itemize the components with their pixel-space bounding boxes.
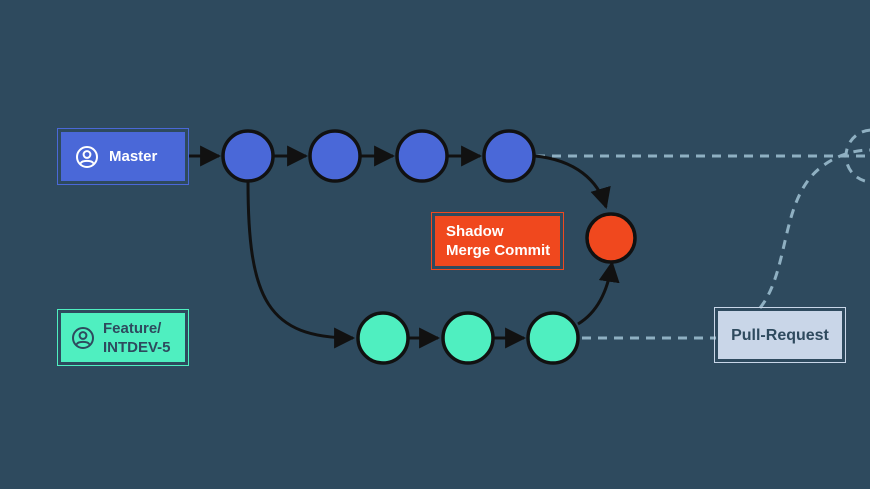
master-label-text: Master [109, 148, 158, 165]
shadow-merge-label: Shadow Merge Commit [435, 216, 560, 266]
pull-request-label: Pull-Request [718, 311, 842, 359]
feature-commit [526, 311, 580, 365]
master-commit [395, 129, 449, 183]
shadow-merge-label-frame [431, 212, 564, 270]
feature-commit [441, 311, 495, 365]
shadow-merge-commit [585, 212, 637, 264]
pull-request-label-frame [714, 307, 846, 363]
pull-request-label-text: Pull-Request [731, 326, 829, 344]
feature-label-text: Feature/ INTDEV-5 [103, 319, 171, 356]
master-commit [221, 129, 275, 183]
upstream-dashed-commit [844, 128, 870, 184]
feature-branch-label: Feature/ INTDEV-5 [61, 313, 185, 362]
feature-label-frame [57, 309, 189, 366]
master-commit [482, 129, 536, 183]
feature-commit [356, 311, 410, 365]
master-label-frame [57, 128, 189, 185]
master-to-merge-edge [534, 154, 611, 210]
feature-to-merge-edge [577, 260, 620, 326]
master-branch-label: Master [61, 132, 185, 181]
user-circle-icon [75, 145, 99, 169]
user-circle-icon [71, 326, 95, 350]
master-commit [308, 129, 362, 183]
pull-request-to-upstream-dashed-curve [758, 148, 870, 309]
feature-branch-off-edge [246, 181, 356, 349]
shadow-merge-label-text: Shadow Merge Commit [446, 223, 551, 259]
